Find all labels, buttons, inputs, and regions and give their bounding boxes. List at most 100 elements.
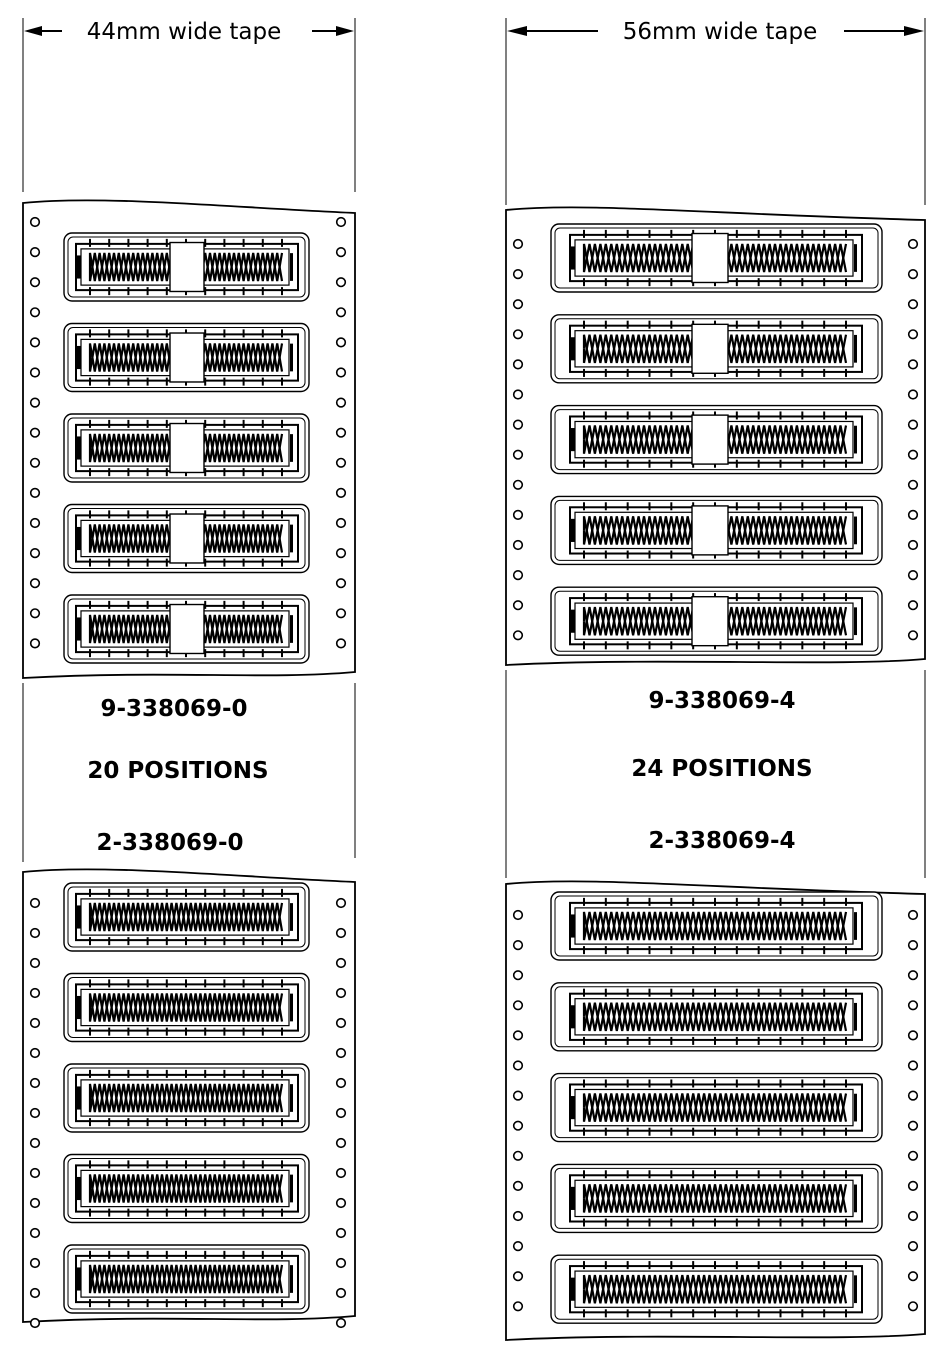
sprocket-hole [335,957,347,969]
sprocket-hole [907,600,919,611]
pocket-inner [554,590,879,652]
sprocket-hole [335,277,347,288]
sprocket-hole [29,638,41,649]
latch-ramp [854,244,857,272]
sprocket-hole [29,578,41,589]
sprocket-hole [29,927,41,939]
sprocket-hole [335,337,347,348]
sprocket-hole [512,419,524,430]
sprocket-hole [907,630,919,641]
pickup-label [691,505,729,556]
polarization-key [75,995,81,1020]
pocket-inner [67,236,306,298]
sprocket-hole [29,457,41,468]
latch-ramp [854,516,857,545]
contact-array [88,1083,284,1113]
latch-ramp [290,524,293,553]
contact-array [582,911,848,941]
latch-ramp [290,1174,293,1203]
sprocket-hole [29,247,41,258]
polarization-key [75,1176,81,1201]
sprocket-hole [29,1137,41,1149]
sprocket-hole [907,479,919,490]
sprocket-hole [335,457,347,468]
connector-pocket [63,972,310,1043]
sprocket-hole [335,987,347,999]
pocket-inner [554,895,879,957]
pocket-outline [550,1072,883,1143]
latch-ramp [290,253,293,281]
connector-pocket [550,495,883,566]
sprocket-hole [907,1060,919,1071]
sprocket-hole [907,419,919,430]
polarization-key [569,914,575,938]
polarization-key [75,255,81,279]
sprocket-hole [512,389,524,400]
sprocket-hole [907,238,919,250]
sprocket-hole [512,600,524,611]
sprocket-hole [29,487,41,499]
pocket-inner [67,1067,306,1129]
latch-ramp [290,615,293,643]
pocket-inner [554,986,879,1048]
latch-ramp [290,903,293,931]
latch-ramp [854,425,857,454]
right-positions-label: 24 POSITIONS [631,756,812,782]
sprocket-hole [335,578,347,589]
right-upper-tape [505,206,926,666]
contact-array [582,1184,848,1213]
sprocket-hole [907,1120,919,1131]
sprocket-hole [907,1090,919,1101]
sprocket-hole [29,547,41,559]
connector-pocket [550,1254,883,1324]
sprocket-hole [29,957,41,969]
pickup-label [691,414,729,465]
polarization-key [75,905,81,929]
sprocket-hole [335,927,347,939]
contact-array [582,1002,848,1032]
sprocket-hole [512,238,524,250]
latch-ramp [854,334,857,363]
sprocket-hole [335,427,347,438]
connector-pocket [63,322,310,393]
sprocket-hole [335,1227,347,1239]
polarization-key [75,617,81,641]
pocket-inner [67,598,306,660]
pickup-label [169,332,205,383]
sprocket-hole [335,897,347,909]
sprocket-hole [29,1257,41,1269]
connector-pocket [63,503,310,574]
pickup-label [691,232,729,284]
connector-pocket [550,314,883,384]
sprocket-hole [907,1301,919,1312]
sprocket-hole [29,517,41,529]
sprocket-hole [29,427,41,438]
contact-array [582,1274,848,1304]
sprocket-hole [907,1000,919,1011]
contact-array [88,1174,284,1203]
connector-pocket [550,586,883,656]
contact-array [88,993,284,1022]
sprocket-hole [512,1301,524,1312]
sprocket-hole [29,608,41,619]
pocket-outline [63,1244,310,1314]
polarization-key [569,1277,575,1301]
sprocket-hole [512,569,524,581]
sprocket-hole [512,1240,524,1252]
pocket-inner [67,508,306,569]
sprocket-hole [512,1120,524,1131]
sprocket-hole [335,1137,347,1149]
polarization-key [569,337,575,361]
pocket-inner [67,327,306,388]
sprocket-hole [907,299,919,310]
sprocket-hole [512,479,524,490]
left-positions-label: 20 POSITIONS [87,758,268,784]
pickup-label [169,603,205,655]
polarization-key [569,609,575,633]
sprocket-hole [512,299,524,310]
sprocket-hole [907,1240,919,1252]
connector-pocket [550,891,883,961]
sprocket-hole [907,909,919,921]
sprocket-hole [512,1000,524,1011]
connector-pocket [550,404,883,475]
